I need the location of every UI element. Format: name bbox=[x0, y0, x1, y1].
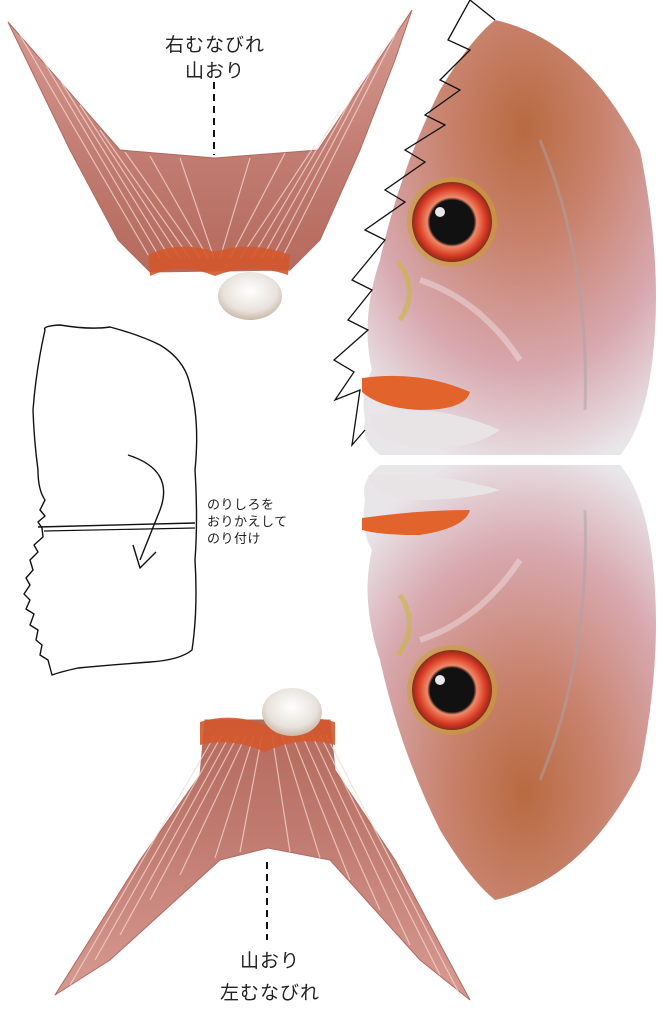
top-fin-label-line2: 山おり bbox=[140, 58, 290, 84]
fish-head-lower bbox=[362, 465, 656, 900]
bottom-fin-label-line1: 山おり bbox=[200, 948, 340, 974]
glue-instruction-line3: のり付け bbox=[207, 531, 288, 548]
glue-instruction-line2: おりかえして bbox=[207, 514, 288, 531]
bottom-fin-label-line2: 左むなびれ bbox=[200, 980, 340, 1006]
glue-template-shape bbox=[24, 325, 197, 675]
fish-head-upper bbox=[362, 20, 656, 455]
top-fin-label: 右むなびれ 山おり bbox=[140, 32, 290, 84]
top-fin-label-line1: 右むなびれ bbox=[140, 32, 290, 58]
glue-instruction-line1: のりしろを bbox=[207, 497, 288, 514]
glue-instruction: のりしろを おりかえして のり付け bbox=[207, 497, 288, 548]
bottom-fin-label: 山おり 左むなびれ bbox=[200, 948, 340, 1006]
